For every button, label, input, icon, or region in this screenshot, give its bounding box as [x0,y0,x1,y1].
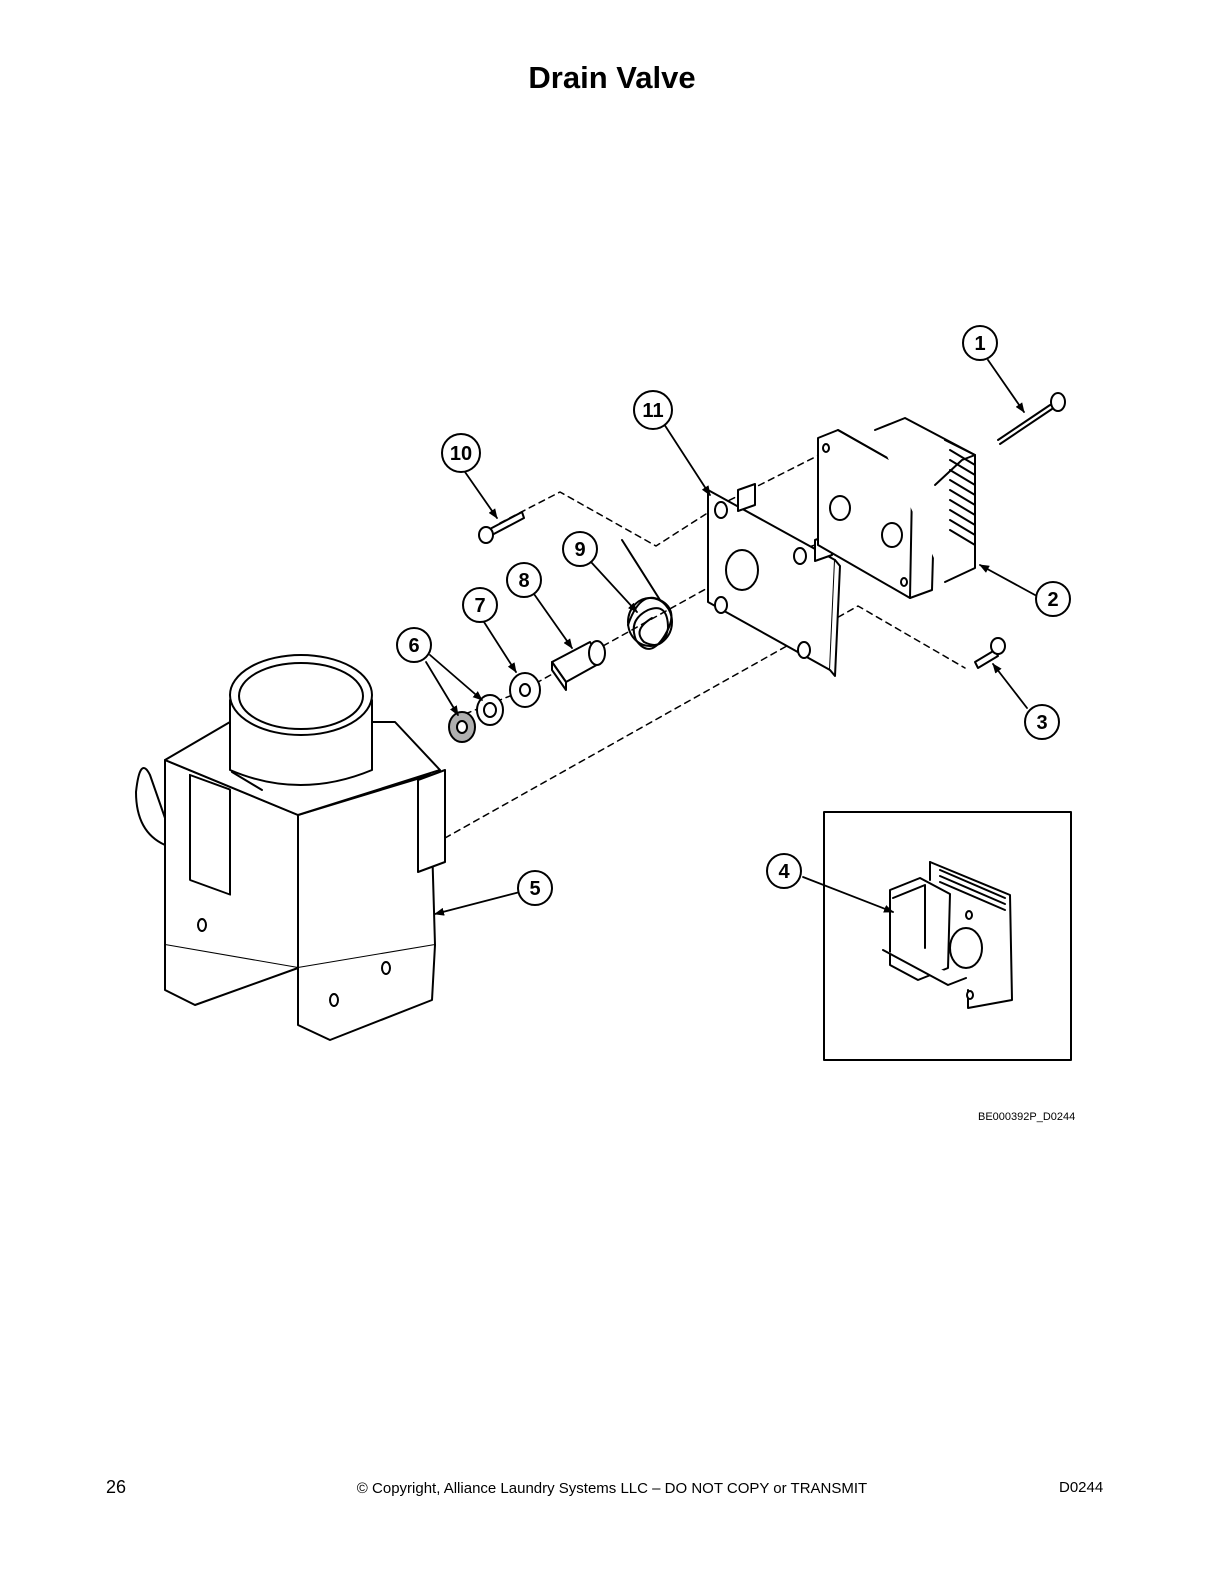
svg-text:8: 8 [518,570,529,592]
callout-8: 8 [506,562,542,598]
svg-text:3: 3 [1036,712,1047,734]
motor-assembly-part [817,417,976,599]
copyright-notice: © Copyright, Alliance Laundry Systems LL… [356,1480,868,1497]
callout-6: 6 [396,627,432,663]
callout-2: 2 [1035,581,1071,617]
svg-text:4: 4 [778,861,790,883]
callout-11: 11 [633,390,673,430]
callout-5: 5 [517,870,553,906]
long-screw-part [997,392,1066,445]
callout-badges: 1 2 3 4 5 6 7 8 9 10 11 [396,325,1071,906]
washer-grommet-part [448,694,504,743]
callout-10: 10 [441,433,481,473]
svg-text:6: 6 [408,635,419,657]
svg-text:2: 2 [1047,589,1058,611]
svg-text:10: 10 [450,443,472,465]
page-title: Drain Valve [528,60,696,95]
callout-1: 1 [962,325,998,361]
short-screw-part [974,637,1006,669]
svg-text:9: 9 [574,539,585,561]
callout-leaders [425,359,1036,916]
page-number: 26 [106,1477,127,1497]
callout-9: 9 [562,531,598,567]
screw-part [478,511,525,544]
inset-frame [823,811,1072,1061]
callout-3: 3 [1024,704,1060,740]
document-code: D0244 [1059,1479,1104,1496]
callout-4: 4 [766,853,802,889]
svg-text:11: 11 [642,400,663,422]
illustration-reference: BE000392P_D0244 [978,1111,1076,1123]
valve-body-part [135,654,446,1041]
svg-text:7: 7 [474,595,485,617]
solenoid-coil-part [882,861,1013,1009]
svg-text:1: 1 [974,333,985,355]
washer-part [509,672,541,708]
spring-part [621,539,673,650]
callout-7: 7 [462,587,498,623]
svg-text:5: 5 [529,878,540,900]
shaft-part [551,640,606,691]
